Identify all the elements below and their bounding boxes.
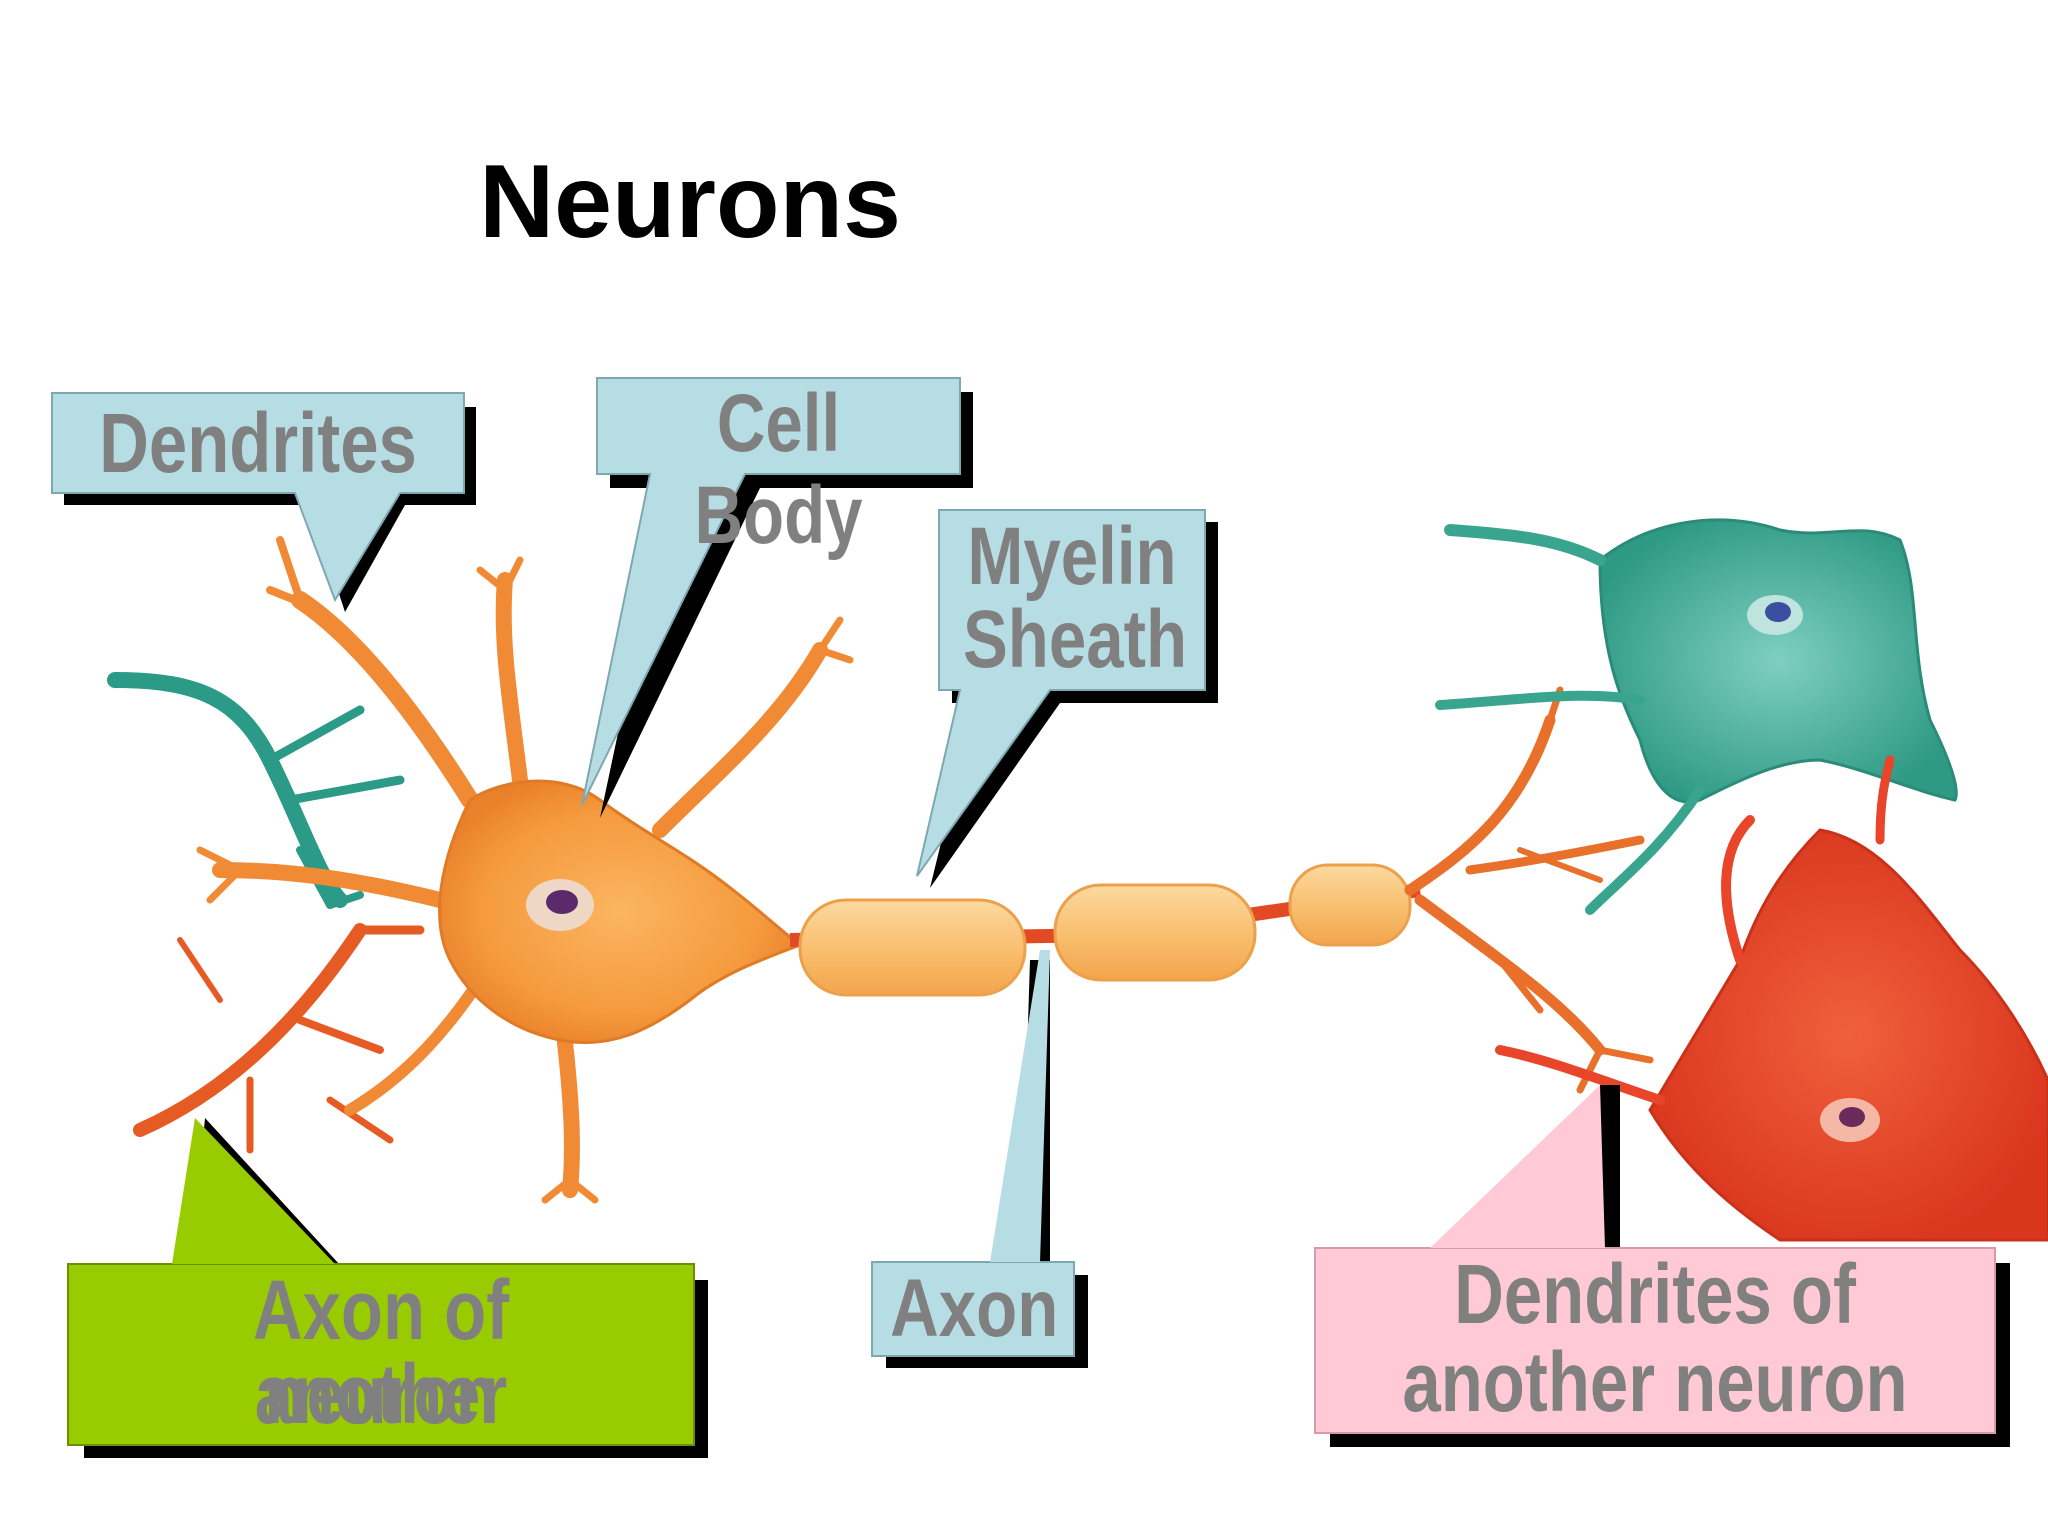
red-dendrites-left — [133, 923, 425, 1154]
callout-myelin-sheath — [916, 509, 1218, 888]
label-dendrites-of-another-line1: Dendrites of — [1454, 1247, 1856, 1341]
red-neuron — [1495, 755, 2048, 1242]
callout-dendrites — [51, 392, 476, 612]
page-title: Neurons — [479, 144, 901, 260]
label-myelin-line1: Myelin — [967, 511, 1177, 602]
label-dendrites-of-another-line2: another neuron — [1402, 1335, 1908, 1429]
label-axon-of-another-line2: neuron — [264, 1347, 498, 1441]
callout-axon-of-another — [67, 1118, 708, 1458]
callout-axon — [871, 950, 1088, 1368]
callout-dendrites-of-another — [1314, 1085, 2010, 1447]
cell-body-shape — [438, 779, 804, 1045]
label-axon: Axon — [890, 1263, 1059, 1354]
label-cell-body: Cell Body — [694, 378, 863, 561]
myelin-sheath — [798, 863, 1412, 997]
label-axon-of-another-line1: Axon of another — [252, 1263, 510, 1441]
axon-terminals-right — [1404, 686, 1654, 1094]
label-myelin-line2: Sheath — [962, 594, 1188, 685]
teal-neuron — [1435, 518, 1958, 915]
callout-cell-body — [581, 377, 973, 818]
label-dendrites: Dendrites — [99, 396, 417, 490]
